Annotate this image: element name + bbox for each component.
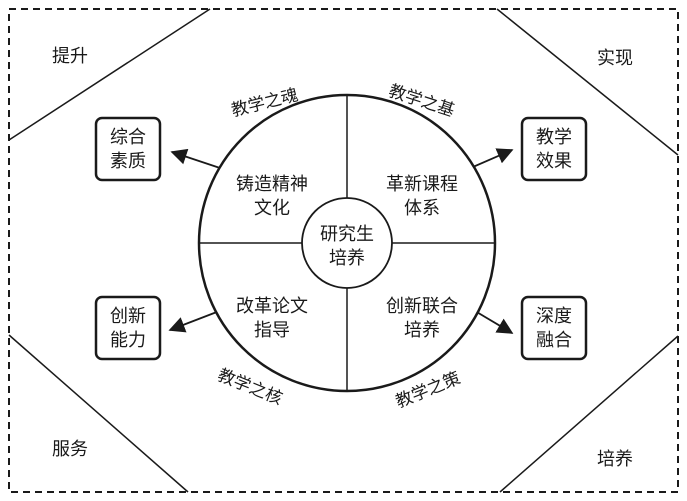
corner-line-top-right — [496, 8, 679, 156]
outcome-box-line: 深度 — [536, 306, 572, 327]
outcome-box-bottom-right: 深度 融合 — [520, 295, 588, 361]
corner-label-top-left: 提升 — [52, 46, 88, 67]
quadrant-bottom-right-line: 培养 — [404, 320, 440, 341]
quadrant-bottom-left-line: 改革论文 — [236, 296, 308, 317]
quadrant-top-left-line: 文化 — [254, 198, 290, 219]
quadrant-top-right-line: 体系 — [404, 198, 440, 219]
quadrant-top-left-line: 铸造精神 — [236, 174, 308, 195]
arrow-to-bottom-left-box — [168, 309, 223, 333]
outcome-box-top-left: 综合 素质 — [94, 116, 162, 182]
outcome-box-line: 能力 — [110, 330, 146, 351]
quadrant-bottom-right-line: 创新联合 — [386, 296, 458, 317]
center-label-line: 培养 — [329, 248, 365, 269]
corner-label-bottom-right: 培养 — [597, 449, 633, 470]
corner-label-top-right: 实现 — [597, 48, 633, 69]
outcome-box-line: 教学 — [536, 127, 572, 148]
arrow-to-top-left-box — [170, 148, 227, 171]
quadrant-bottom-left-line: 指导 — [254, 320, 290, 341]
quadrant-top-right-line: 革新课程 — [386, 174, 458, 195]
outcome-box-bottom-left: 创新 能力 — [94, 295, 162, 361]
outcome-box-line: 综合 — [110, 127, 146, 148]
corner-label-bottom-left: 服务 — [52, 439, 88, 460]
corner-line-bottom-left — [8, 334, 189, 493]
center-label-line: 研究生 — [320, 224, 374, 245]
inner-circle — [301, 197, 393, 289]
outcome-box-top-right: 教学 效果 — [520, 116, 588, 182]
outcome-box-line: 素质 — [110, 151, 146, 172]
outcome-box-line: 融合 — [536, 330, 572, 351]
outcome-box-line: 创新 — [110, 306, 146, 327]
outcome-box-line: 效果 — [536, 151, 572, 172]
corner-line-bottom-right — [499, 335, 679, 493]
corner-line-top-left — [8, 8, 211, 141]
